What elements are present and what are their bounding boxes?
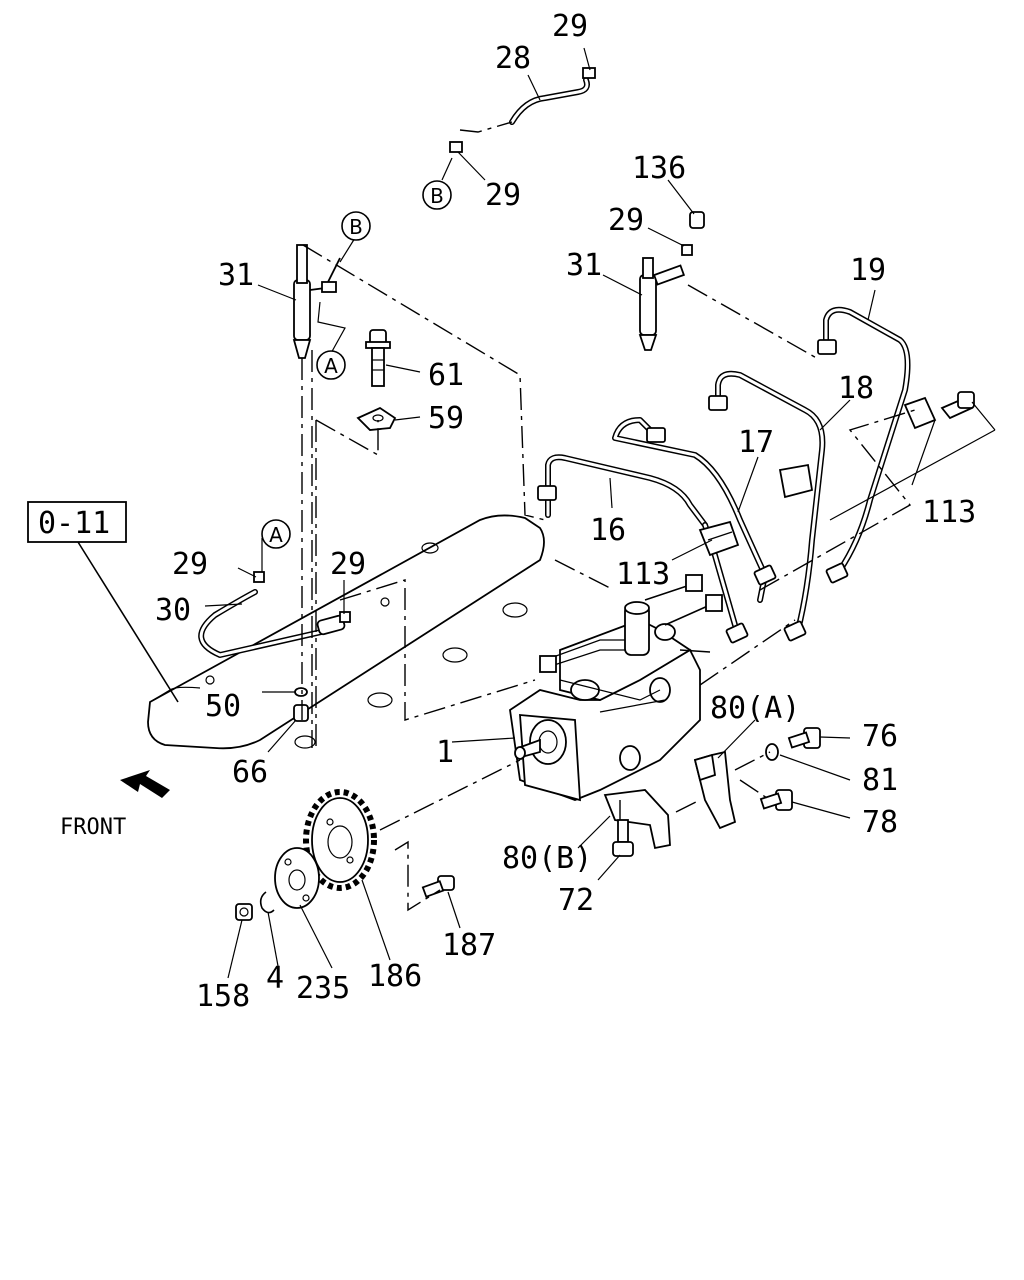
label-19: 19 xyxy=(850,253,886,288)
bolt-72 xyxy=(612,819,634,857)
pipe-clamp-right xyxy=(778,391,975,499)
label-81: 81 xyxy=(862,763,898,798)
label-61: 61 xyxy=(428,358,464,393)
circle-ref-b-right: B xyxy=(341,211,371,241)
label-16: 16 xyxy=(590,513,626,548)
label-66: 66 xyxy=(232,755,268,790)
label-136: 136 xyxy=(632,151,686,186)
reference-box[interactable]: 0-11 xyxy=(27,501,127,543)
label-59: 59 xyxy=(428,401,464,436)
label-158: 158 xyxy=(196,979,250,1014)
label-78: 78 xyxy=(862,805,898,840)
label-30: 30 xyxy=(155,593,191,628)
injection-nozzle-left xyxy=(292,244,341,359)
svg-text:A: A xyxy=(269,523,283,547)
snap-ring-4 xyxy=(259,891,275,914)
label-186: 186 xyxy=(368,959,422,994)
pump-connectors xyxy=(644,574,723,653)
leak-off-hose-left xyxy=(198,571,351,658)
leader-lines xyxy=(204,47,996,979)
label-17: 17 xyxy=(738,425,774,460)
label-31-left: 31 xyxy=(218,258,254,293)
label-29-top: 29 xyxy=(552,9,588,44)
circle-ref-a-mid: A xyxy=(316,350,346,380)
circle-ref-a-left: A xyxy=(261,519,291,549)
leak-off-hose-top xyxy=(449,67,596,153)
label-80b: 80(B) xyxy=(502,841,592,876)
svg-text:B: B xyxy=(430,184,444,208)
circle-ref-b-top: B xyxy=(422,180,452,210)
drive-gear-186 xyxy=(303,789,377,891)
pipe-nuts xyxy=(537,339,849,644)
label-50: 50 xyxy=(205,689,241,724)
label-187: 187 xyxy=(442,928,496,963)
front-arrow-icon xyxy=(120,770,170,798)
label-29-mid: 29 xyxy=(485,178,521,213)
bracket-80b xyxy=(603,789,671,850)
assembly-centerlines xyxy=(301,121,916,912)
part-labels: 29 28 29 31 61 59 136 29 31 19 18 17 16 … xyxy=(155,9,976,1014)
label-235: 235 xyxy=(296,971,350,1006)
label-113-center: 113 xyxy=(616,557,670,592)
front-label: FRONT xyxy=(60,815,126,840)
label-29-left: 29 xyxy=(172,547,208,582)
label-80a: 80(A) xyxy=(710,691,800,726)
label-113-right: 113 xyxy=(922,495,976,530)
washer-50 xyxy=(294,687,308,697)
washer-81 xyxy=(765,743,779,761)
label-29-center: 29 xyxy=(330,547,366,582)
bolt-78 xyxy=(759,789,793,811)
injection-nozzle-right xyxy=(638,211,705,351)
nut-158 xyxy=(235,903,253,921)
label-29-right: 29 xyxy=(608,203,644,238)
bolt-187 xyxy=(421,875,455,898)
bolt-61 xyxy=(365,329,391,387)
label-28: 28 xyxy=(495,41,531,76)
pipe-clamp-center xyxy=(698,520,740,557)
injection-pump xyxy=(509,601,701,802)
label-76: 76 xyxy=(862,719,898,754)
label-31-right: 31 xyxy=(566,248,602,283)
label-1: 1 xyxy=(436,735,454,770)
injection-pipes xyxy=(545,306,911,633)
bolt-76 xyxy=(787,727,821,749)
reference-box-label: 0-11 xyxy=(38,506,110,541)
bracket-80a xyxy=(693,750,737,830)
clamp-59 xyxy=(356,406,397,431)
fitting-66 xyxy=(293,704,309,722)
flange-235 xyxy=(274,847,320,909)
label-4: 4 xyxy=(266,961,284,996)
label-72: 72 xyxy=(558,883,594,918)
label-18: 18 xyxy=(838,371,874,406)
svg-text:B: B xyxy=(349,215,363,239)
svg-text:A: A xyxy=(324,354,338,378)
